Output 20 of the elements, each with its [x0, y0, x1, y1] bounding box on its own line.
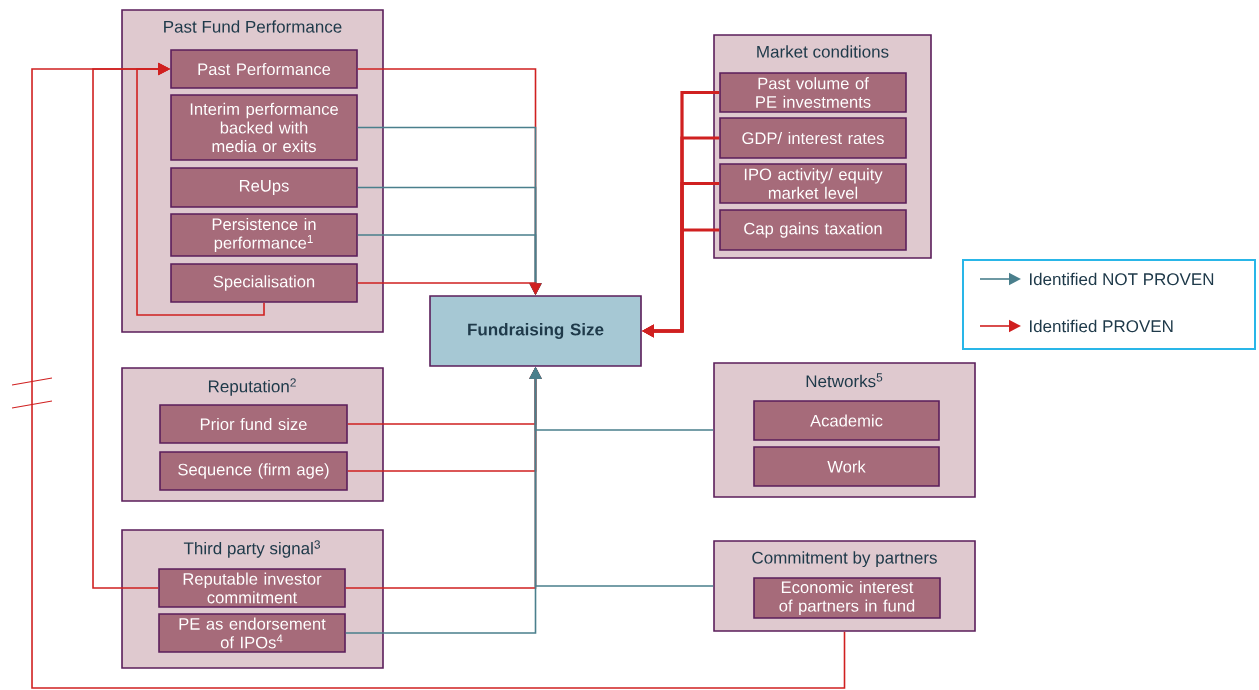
legend-text: Identified NOT PROVEN: [1029, 272, 1214, 286]
factor-box: Sequence (firm age): [159, 451, 348, 491]
factor-box: GDP/ interest rates: [719, 117, 907, 159]
factor-box: Reputable investor commitment: [158, 568, 346, 608]
factor-box: Past Performance: [170, 49, 358, 89]
factor-box: Cap gains taxation: [719, 209, 907, 251]
factor-box: PE as endorsement of IPOs$^{4}$: [158, 613, 346, 653]
factor-box: Prior fund size: [159, 404, 348, 444]
legend-text: Identified PROVEN: [1029, 319, 1173, 333]
factor-box: Specialisation: [170, 263, 358, 303]
factor-box: Past volume of PE investments: [719, 72, 907, 113]
outcome-box: Fundraising Size: [429, 295, 642, 367]
factor-box: Economic interest of partners in fund: [753, 577, 941, 619]
factor-box: Interim performance backed with media or exits: [170, 94, 358, 161]
factor-box: ReUps: [170, 167, 358, 208]
arrow: [31, 62, 846, 689]
factor-box: Academic: [753, 400, 940, 441]
factor-box: Persistence in performance$^{1}$: [170, 213, 358, 257]
factor-box: Work: [753, 446, 940, 487]
factor-box: IPO activity/ equity market level: [719, 163, 907, 204]
